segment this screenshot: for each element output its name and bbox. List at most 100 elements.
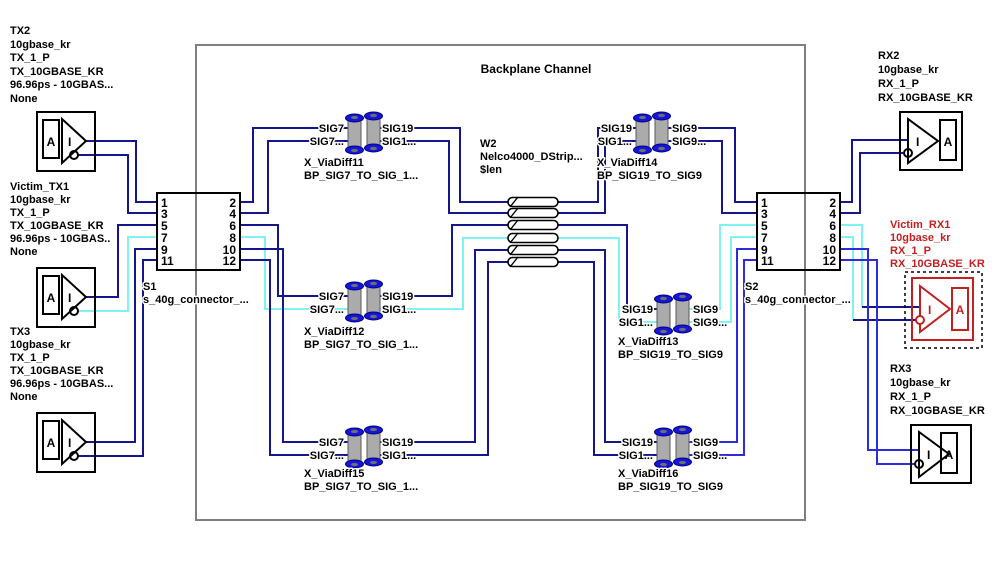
victim-rx1-label-line: RX_10GBASE_KR [890, 258, 985, 270]
wire-s1-pin4-to-via11[interactable] [240, 140, 348, 214]
rx2-buf-label: I [916, 135, 919, 149]
tx2-label-line: TX_1_P [10, 52, 50, 64]
via-symbol-via14[interactable] [633, 111, 671, 155]
rx3-symbol[interactable]: I A [910, 424, 972, 484]
via16-model: BP_SIG19_TO_SIG9 [618, 481, 723, 493]
tx3-buf-label: I [68, 436, 71, 450]
wire-via11-to-w2-line2[interactable] [380, 140, 508, 214]
via11-pin-tr: SIG19 [382, 123, 413, 135]
s2-pin-number: 3 [761, 207, 768, 221]
wire-via14-to-s2-pin1[interactable] [668, 127, 757, 203]
victim-rx1-symbol[interactable]: I A [904, 271, 983, 349]
wire-w2-line4-to-via13[interactable] [558, 237, 657, 323]
wire-tx3-n-to-s1-pin11[interactable] [78, 259, 157, 457]
rx3-label-line: RX_1_P [890, 391, 931, 403]
wire-w2-line2-to-via14[interactable] [558, 140, 636, 214]
connector-s2-symbol[interactable]: 1 3 5 7 9 11 2 4 6 8 10 12 [756, 192, 841, 271]
s2-refdes: S2 [745, 281, 758, 293]
wire-tx2-n-to-s1-pin3[interactable] [78, 154, 157, 214]
s2-pin-number: 10 [823, 243, 837, 257]
s2-pin-number: 8 [829, 231, 836, 245]
wire-victimtx1-p-to-s1-pin5[interactable] [85, 224, 157, 298]
wire-victimtx1-n-to-s1-pin7[interactable] [78, 236, 157, 312]
s2-pin-number: 7 [761, 231, 768, 245]
victim-tx1-buf-label: I [68, 291, 71, 305]
wire-via15-to-w2-line6[interactable] [380, 261, 508, 456]
wire-s2-pin6-victim[interactable] [840, 224, 863, 307]
wire-s1-pin12-to-via15[interactable] [240, 259, 348, 456]
wire-s2-pin2-to-rx2[interactable] [840, 139, 908, 203]
via14-pin-br: SIG9... [672, 136, 706, 148]
wire-s1-pin8-to-via12[interactable] [240, 236, 348, 310]
wire-via11-to-w2-line1[interactable] [380, 127, 508, 203]
via-symbol-via15[interactable] [345, 425, 383, 469]
wire-tx3-p-to-s1-pin9[interactable] [85, 248, 157, 443]
tx3-symbol[interactable]: A I [36, 412, 96, 473]
via13-pin-bl: SIG1... [619, 317, 653, 329]
via16-pin-br: SIG9... [693, 450, 727, 462]
s2-pin-number: 11 [761, 254, 774, 268]
victim-tx1-label-line: TX_10GBASE_KR [10, 220, 104, 232]
s1-pin-number: 9 [161, 243, 168, 257]
s1-pin-number: 11 [161, 254, 174, 268]
via13-pin-tl: SIG19 [622, 304, 653, 316]
wire-via14-to-s2-pin3[interactable] [668, 140, 757, 214]
victim-tx1-symbol[interactable]: A I [36, 267, 96, 328]
wire-via12-to-w2-line4[interactable] [380, 237, 508, 310]
via13-refdes: X_ViaDiff13 [618, 336, 678, 348]
rx3-label-line: RX_10GBASE_KR [890, 405, 985, 417]
rx3-amp-label: A [945, 448, 954, 462]
victim-rx1-label-line: 10gbase_kr [890, 232, 951, 244]
via-symbol-via12[interactable] [345, 279, 383, 323]
wire-s1-pin6-to-via12[interactable] [240, 224, 348, 297]
wire-tx2-p-to-s1-pin1[interactable] [85, 140, 157, 203]
via15-pin-br: SIG1... [382, 450, 416, 462]
s2-pin-number: 12 [823, 254, 837, 268]
wire-s2-pin12-to-rx3[interactable] [840, 259, 915, 465]
wire-via13-to-s2-pin5[interactable] [689, 224, 757, 310]
connector-s1-symbol[interactable]: 1 3 5 7 9 11 2 4 6 8 10 12 [156, 192, 241, 271]
wire-s2-pin10-to-rx3[interactable] [840, 248, 919, 451]
s2-pin-number: 4 [829, 207, 836, 221]
wire-w2-line3-to-via13[interactable] [558, 224, 657, 310]
tx2-buf-label: I [68, 135, 71, 149]
wire-s1-pin10-to-via15[interactable] [240, 248, 348, 443]
s2-pin-number: 6 [829, 219, 836, 233]
wire-via12-to-w2-line3[interactable] [380, 224, 508, 297]
victim-tx1-label-line: 10gbase_kr [10, 194, 71, 206]
wire-s2-pin8-victim[interactable] [840, 236, 854, 320]
tline-segment [507, 207, 559, 219]
wire-w2-line1-to-via14[interactable] [558, 127, 636, 203]
via11-refdes: X_ViaDiff11 [304, 157, 364, 169]
via15-pin-tr: SIG19 [382, 437, 413, 449]
via16-refdes: X_ViaDiff16 [618, 468, 678, 480]
wire-w2-line5-to-via16[interactable] [558, 249, 657, 443]
via-symbol-via13[interactable] [654, 292, 692, 336]
tx2-symbol[interactable]: A I [36, 111, 96, 172]
wire-via16-to-s2-pin9[interactable] [689, 248, 757, 443]
tline-w2-symbol[interactable] [507, 196, 559, 268]
rx2-label-line: RX_10GBASE_KR [878, 92, 973, 104]
wire-s2-pin4-to-rx2[interactable] [840, 152, 903, 214]
wire-via16-to-s2-pin11[interactable] [689, 259, 757, 456]
victim-tx1-label-line: Victim_TX1 [10, 181, 69, 193]
rx2-symbol[interactable]: I A [899, 111, 963, 171]
via-symbol-via11[interactable] [345, 111, 383, 155]
rx2-label-line: RX_1_P [878, 78, 919, 90]
wire-via15-to-w2-line5[interactable] [380, 249, 508, 443]
via-symbol-via16[interactable] [654, 425, 692, 469]
via15-pin-bl: SIG7... [310, 450, 344, 462]
via14-pin-tr: SIG9 [672, 123, 697, 135]
wire-w2-line6-to-via16[interactable] [558, 261, 657, 456]
via12-pin-tl: SIG7 [319, 291, 344, 303]
victim-tx1-label-line: 96.96ps - 10GBAS.. [10, 233, 110, 245]
wire-s1-pin2-to-via11[interactable] [240, 127, 348, 203]
s1-pin-number: 6 [229, 219, 236, 233]
s1-refdes: S1 [143, 281, 156, 293]
via16-pin-bl: SIG1... [619, 450, 653, 462]
tline-length-param: $len [480, 164, 502, 176]
wire-via13-to-s2-pin7[interactable] [689, 236, 757, 323]
s2-model: s_40g_connector_... [745, 294, 851, 306]
selection-box [904, 271, 983, 349]
